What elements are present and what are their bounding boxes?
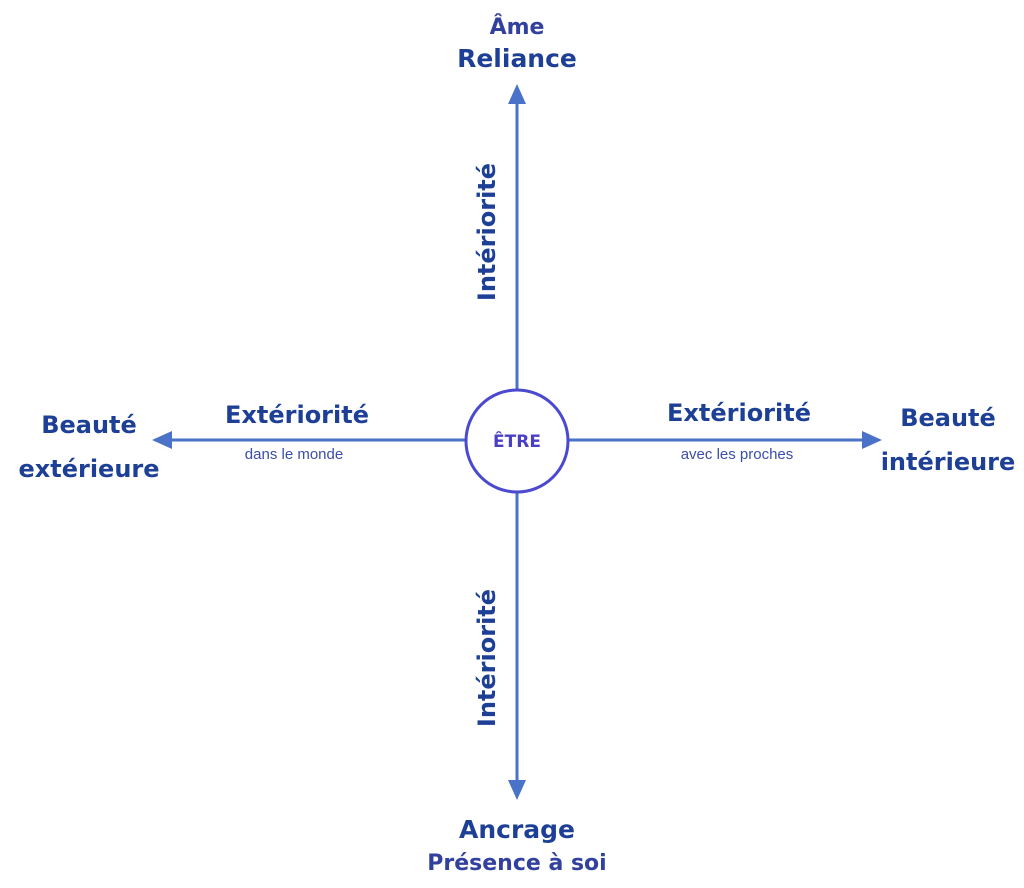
axis-label-down: Intériorité [473,589,501,727]
axis-label-left-sub: dans le monde [245,446,343,463]
left-label-line2: extérieure [18,455,159,483]
center-label: ÊTRE [493,430,541,452]
arrow-right-head [862,431,882,449]
axis-label-right-main: Extériorité [667,399,811,427]
center-node [464,388,570,494]
right-label-line1: Beauté [900,404,996,432]
bottom-label-line2: Présence à soi [427,851,606,876]
axis-label-right-sub: avec les proches [681,446,794,463]
arrow-left-head [152,431,172,449]
left-label-line1: Beauté [41,411,137,439]
top-label-line1: Âme [490,14,545,40]
axis-label-up: Intériorité [473,163,501,301]
top-label-line2: Reliance [457,44,577,73]
right-label-line2: intérieure [881,448,1016,476]
axis-label-left-main: Extériorité [225,401,369,429]
arrow-down-head [508,780,526,800]
arrow-up-head [508,84,526,104]
bottom-label-line1: Ancrage [459,815,575,844]
